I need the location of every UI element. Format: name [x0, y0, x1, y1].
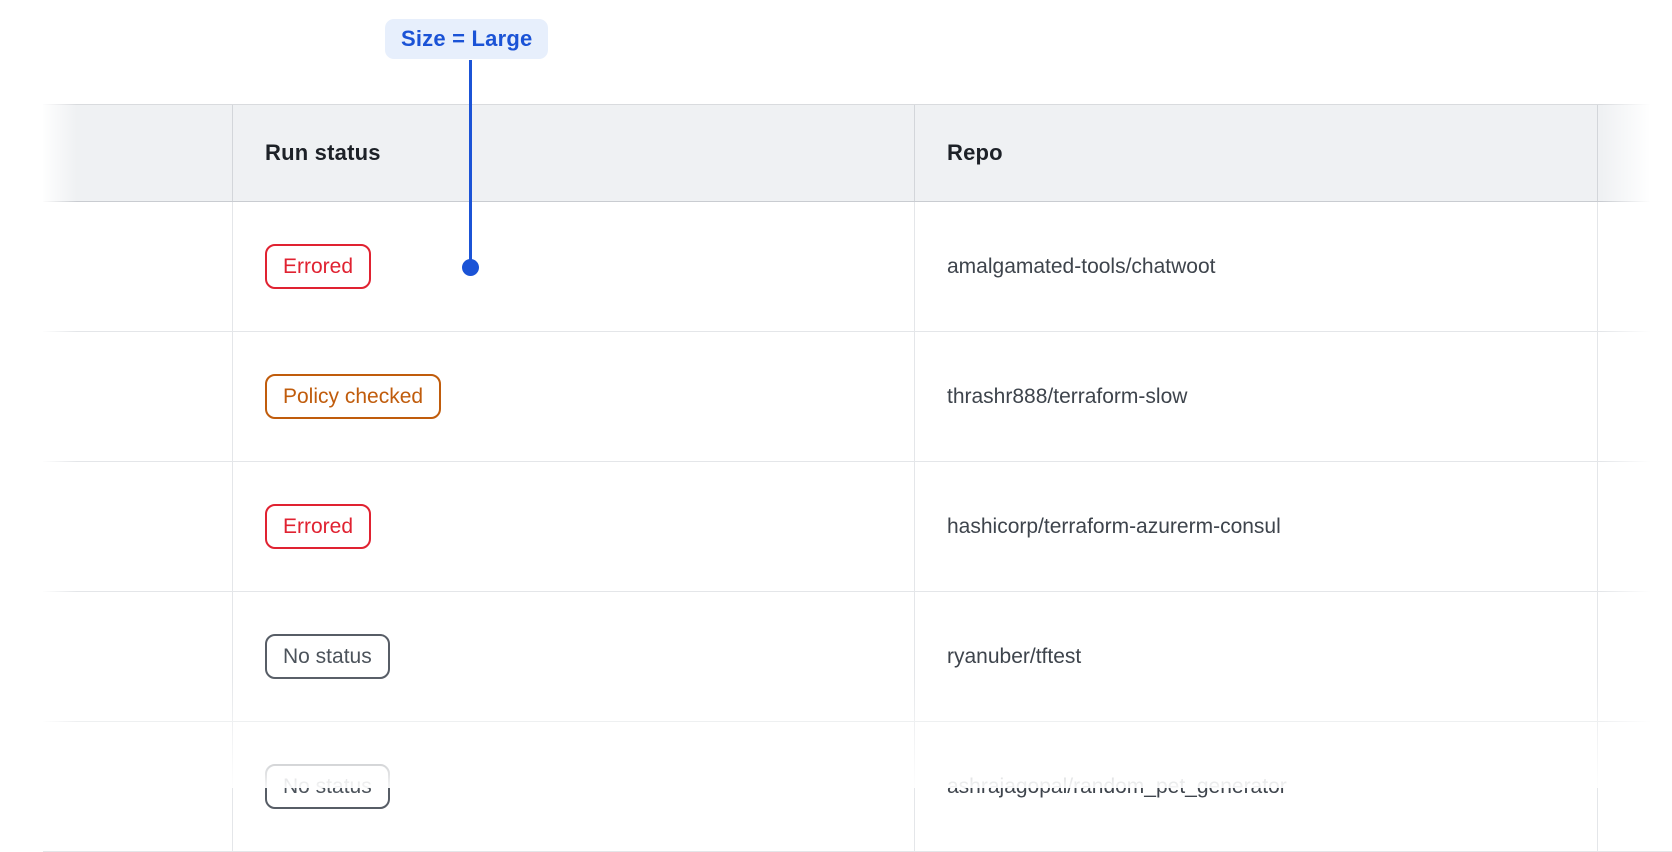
annotation-pointer-line — [469, 60, 472, 267]
header-cell-run-status: Run status — [233, 105, 915, 201]
overflow-cell — [1598, 462, 1672, 591]
status-badge: Errored — [265, 243, 372, 290]
status-badge: Errored — [265, 503, 372, 550]
overflow-cell — [1598, 332, 1672, 461]
workspace-cell — [43, 202, 233, 331]
repo-name: amalgamated-tools/chatwoot — [947, 254, 1216, 278]
repo-name: ryanuber/tftest — [947, 644, 1082, 668]
repo-cell: ryanuber/tftest — [915, 592, 1598, 721]
status-badge: Policy checked — [265, 373, 442, 420]
workspace-cell — [43, 462, 233, 591]
header-cell-workspace — [43, 105, 233, 201]
annotation-pointer-dot — [462, 259, 479, 276]
run-status-cell: No status — [233, 722, 915, 851]
table-row[interactable]: No status ashrajagopal/random_pet_genera… — [43, 722, 1672, 852]
run-status-cell: Errored — [233, 462, 915, 591]
repo-name: ashrajagopal/random_pet_generator — [947, 774, 1287, 798]
table-row[interactable]: Policy checked thrashr888/terraform-slow — [43, 332, 1672, 462]
status-badge: No status — [265, 633, 390, 680]
table-row[interactable]: Errored amalgamated-tools/chatwoot — [43, 202, 1672, 332]
workspace-cell — [43, 592, 233, 721]
repo-name: thrashr888/terraform-slow — [947, 384, 1188, 408]
repo-name: hashicorp/terraform-azurerm-consul — [947, 514, 1281, 538]
repo-cell: amalgamated-tools/chatwoot — [915, 202, 1598, 331]
repo-cell: hashicorp/terraform-azurerm-consul — [915, 462, 1598, 591]
table-row[interactable]: Errored hashicorp/terraform-azurerm-cons… — [43, 462, 1672, 592]
overflow-cell — [1598, 202, 1672, 331]
run-status-cell: Policy checked — [233, 332, 915, 461]
header-cell-overflow — [1598, 105, 1672, 201]
size-annotation-label: Size = Large — [385, 19, 549, 59]
workspace-cell — [43, 332, 233, 461]
table-row[interactable]: No status ryanuber/tftest — [43, 592, 1672, 722]
run-status-cell: No status — [233, 592, 915, 721]
workspaces-table: Run status Repo Errored amalgamated-tool… — [43, 104, 1672, 852]
overflow-cell — [1598, 592, 1672, 721]
overflow-cell — [1598, 722, 1672, 851]
workspace-cell — [43, 722, 233, 851]
header-cell-repo: Repo — [915, 105, 1598, 201]
repo-cell: ashrajagopal/random_pet_generator — [915, 722, 1598, 851]
repo-cell: thrashr888/terraform-slow — [915, 332, 1598, 461]
run-status-cell: Errored — [233, 202, 915, 331]
table-header-row: Run status Repo — [43, 104, 1672, 202]
status-badge: No status — [265, 763, 390, 810]
